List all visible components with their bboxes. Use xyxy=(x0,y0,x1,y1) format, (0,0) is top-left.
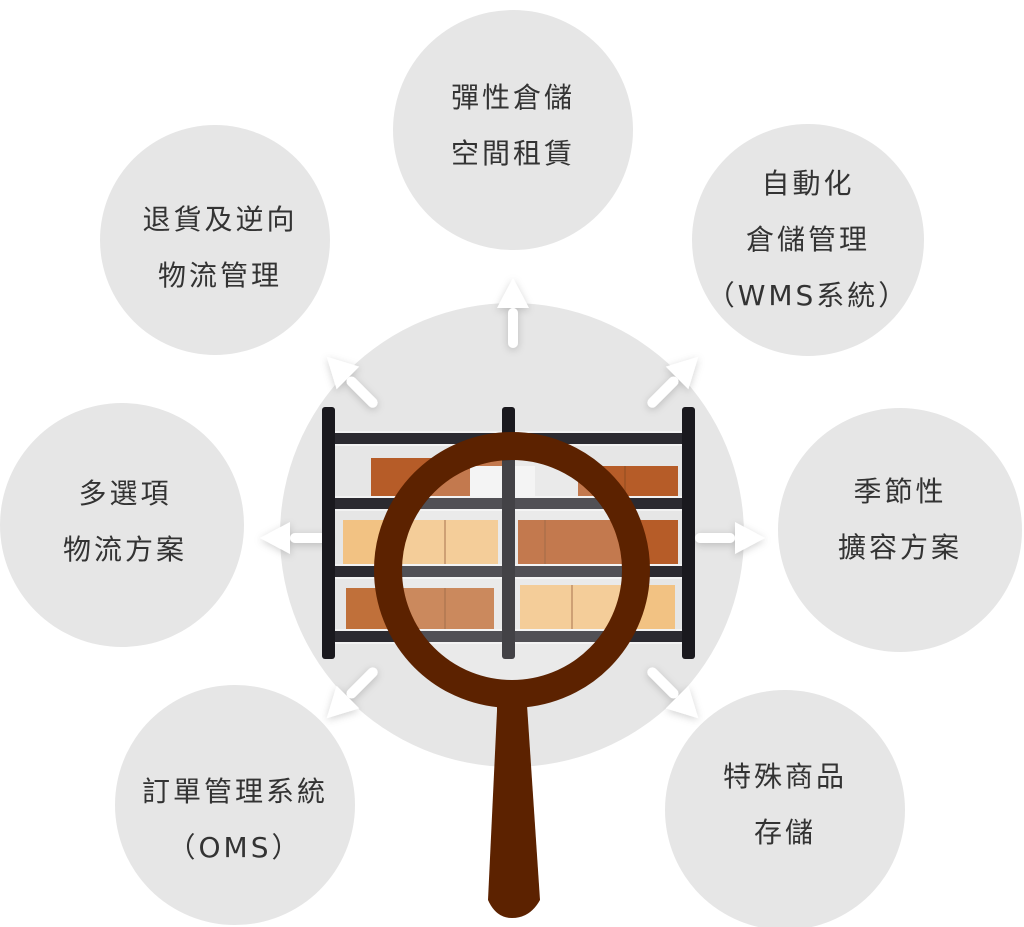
arrow-down-right-icon xyxy=(647,667,699,719)
arrow-down-left-icon xyxy=(326,667,378,719)
label-line: 空間租賃 xyxy=(450,137,576,170)
label-line: （WMS系統） xyxy=(706,279,910,312)
magnifying-glass-icon xyxy=(374,432,650,918)
label-line: 物流管理 xyxy=(157,259,283,292)
service-circle-left xyxy=(0,403,244,647)
label-line: 彈性倉儲 xyxy=(450,81,576,114)
label-line: 物流方案 xyxy=(62,533,188,566)
label-line: （OMS） xyxy=(167,831,303,864)
service-label-oms: 訂單管理系統 （OMS） xyxy=(142,764,328,876)
arrow-up-left-icon xyxy=(326,356,378,408)
arrow-up-right-icon xyxy=(647,356,699,408)
label-line: 自動化 xyxy=(761,167,855,200)
arrow-right-icon xyxy=(695,522,765,554)
label-line: 存儲 xyxy=(753,816,817,849)
service-circle-bottom-right xyxy=(665,690,905,927)
label-line: 特殊商品 xyxy=(722,760,848,793)
label-line: 擴容方案 xyxy=(837,531,963,564)
service-label-flexible-storage: 彈性倉儲 空間租賃 xyxy=(451,70,575,182)
label-line: 倉儲管理 xyxy=(745,223,870,256)
label-line: 退貨及逆向 xyxy=(142,203,298,236)
service-label-wms: 自動化 倉儲管理 （WMS系統） xyxy=(707,156,910,324)
service-circle-top xyxy=(393,10,633,250)
arrow-up-icon xyxy=(497,278,529,348)
service-circle-top-left xyxy=(100,125,330,355)
label-line: 季節性 xyxy=(853,475,947,508)
service-circle-bottom-left xyxy=(115,685,355,925)
service-label-reverse-logistics: 退貨及逆向 物流管理 xyxy=(142,192,297,304)
arrow-left-icon xyxy=(260,522,330,554)
service-label-logistics-options: 多選項 物流方案 xyxy=(63,466,187,578)
service-label-special-goods: 特殊商品 存儲 xyxy=(723,749,847,861)
label-line: 訂單管理系統 xyxy=(141,775,329,808)
service-label-seasonal: 季節性 擴容方案 xyxy=(838,464,962,576)
service-circle-top-right xyxy=(692,124,924,356)
service-circle-right xyxy=(778,408,1022,652)
warehouse-shelf-illustration xyxy=(322,407,695,659)
label-line: 多選項 xyxy=(78,477,172,510)
